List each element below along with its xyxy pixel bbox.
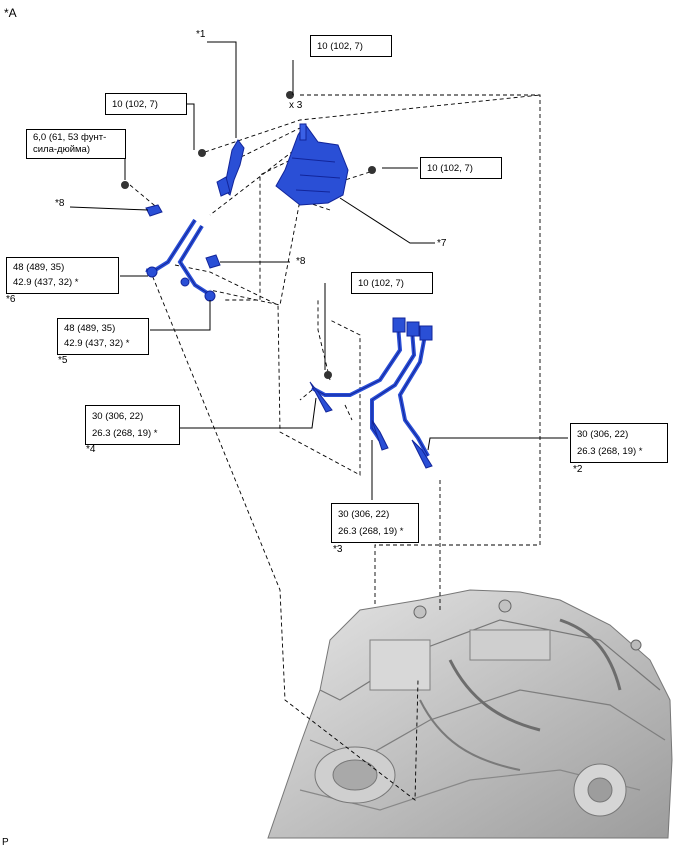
torque-value-alt: 42.9 (437, 32) * — [13, 277, 79, 288]
torque-value: 10 (102, 7) — [112, 99, 158, 110]
torque-box-bolt-top: 10 (102, 7) — [310, 35, 392, 57]
page-marker: P — [2, 837, 9, 848]
callout-8-middle: *8 — [296, 256, 306, 267]
torque-unit: сила-дюйма) — [33, 144, 90, 155]
torque-value: 30 (306, 22) — [338, 509, 390, 520]
torque-value: 48 (489, 35) — [13, 262, 65, 273]
torque-value: 30 (306, 22) — [92, 411, 144, 422]
callout-3: *3 — [333, 544, 343, 555]
torque-box-pipe-clamp-bolt: 10 (102, 7) — [351, 272, 433, 294]
torque-value-alt: 26.3 (268, 19) * — [92, 428, 158, 439]
engine-assembly — [267, 589, 673, 839]
torque-box-clamp-bolt: 6,0 (61, 53 фунт- сила-дюйма) — [26, 129, 126, 159]
figure-id: *A — [4, 6, 17, 20]
torque-value: 10 (102, 7) — [358, 278, 404, 289]
torque-box-2: 30 (306, 22) 26.3 (268, 19) * — [570, 423, 668, 463]
leader-lines — [69, 41, 568, 500]
torque-value: 10 (102, 7) — [317, 41, 363, 52]
torque-box-4: 30 (306, 22) 26.3 (268, 19) * — [85, 405, 180, 445]
callout-2: *2 — [573, 464, 583, 475]
reference-lines — [129, 94, 541, 801]
torque-value: 30 (306, 22) — [577, 429, 629, 440]
torque-value-alt: 26.3 (268, 19) * — [338, 526, 404, 537]
callout-8-top: *8 — [55, 198, 65, 209]
blue-parts — [121, 91, 433, 469]
torque-value-alt: 42.9 (437, 32) * — [64, 338, 130, 349]
torque-box-3: 30 (306, 22) 26.3 (268, 19) * — [331, 503, 419, 543]
callout-5: *5 — [58, 355, 68, 366]
callout-7: *7 — [437, 238, 447, 249]
torque-box-5: 48 (489, 35) 42.9 (437, 32) * — [57, 318, 149, 355]
torque-value-alt: 26.3 (268, 19) * — [577, 446, 643, 457]
callout-1: *1 — [196, 29, 206, 40]
quantity-label: x 3 — [289, 100, 303, 111]
torque-box-bracket-bolt: 10 (102, 7) — [105, 93, 187, 115]
torque-value: 6,0 (61, 53 фунт- — [33, 132, 107, 143]
callout-4: *4 — [86, 444, 96, 455]
torque-box-insulator-bolt: 10 (102, 7) — [420, 157, 502, 179]
torque-value: 48 (489, 35) — [64, 323, 116, 334]
torque-value: 10 (102, 7) — [427, 163, 473, 174]
callout-6: *6 — [6, 294, 16, 305]
torque-box-6: 48 (489, 35) 42.9 (437, 32) * — [6, 257, 119, 294]
